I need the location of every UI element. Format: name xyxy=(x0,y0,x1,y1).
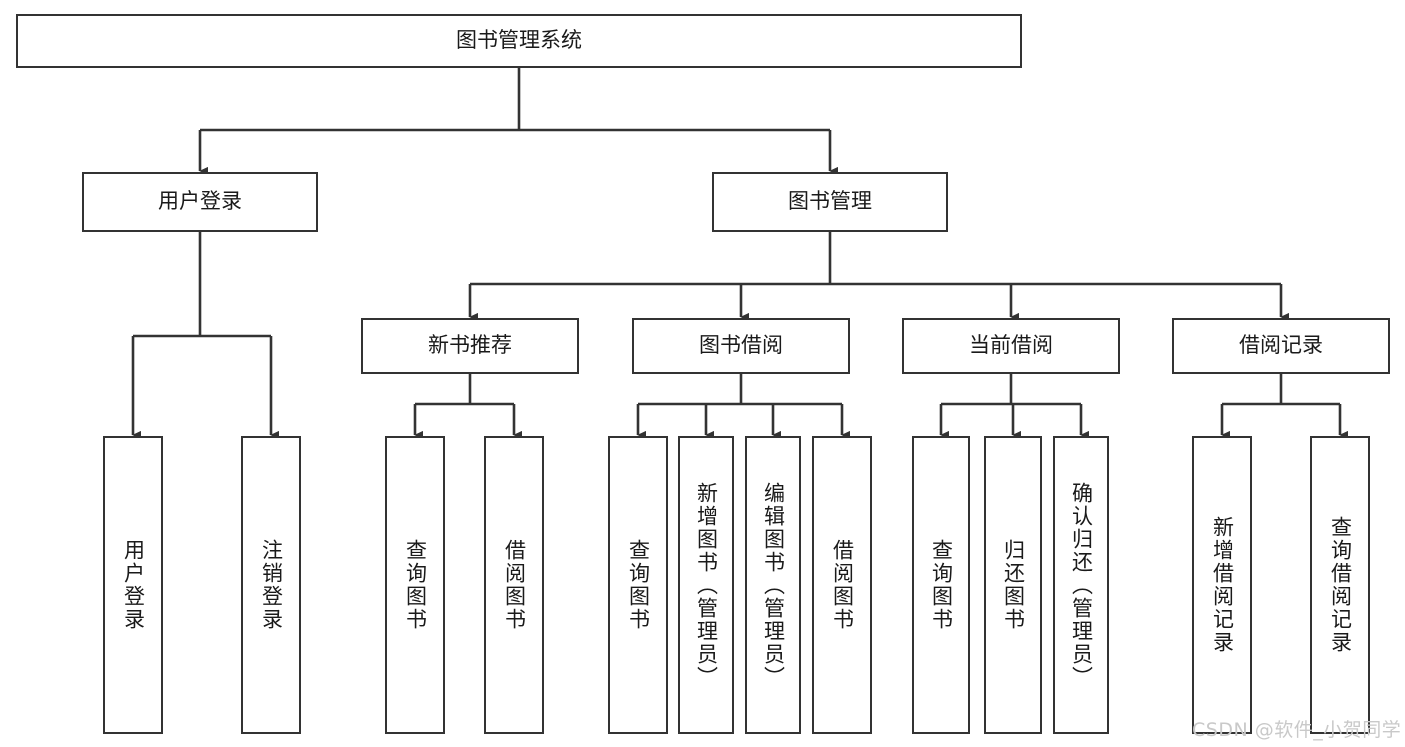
node-root-label: 图书管理系统 xyxy=(456,28,582,53)
node-book-borrow-label: 图书借阅 xyxy=(699,333,783,358)
leaf-query-book-current-label: 查询图书 xyxy=(929,539,954,631)
leaf-add-borrow-record-label: 新增借阅记录 xyxy=(1210,516,1235,654)
leaf-add-book-admin[interactable]: 新增图书（管理员） xyxy=(678,436,734,734)
leaf-query-borrow-record-label: 查询借阅记录 xyxy=(1328,516,1353,654)
leaf-confirm-return-admin[interactable]: 确认归还（管理员） xyxy=(1053,436,1109,734)
leaf-add-book-admin-label: 新增图书（管理员） xyxy=(694,481,719,689)
node-new-book-recommendation-label: 新书推荐 xyxy=(428,333,512,358)
leaf-query-book-recommendation-label: 查询图书 xyxy=(403,539,428,631)
leaf-return-book-label: 归还图书 xyxy=(1001,539,1026,631)
leaf-query-book-current[interactable]: 查询图书 xyxy=(912,436,970,734)
leaf-add-borrow-record[interactable]: 新增借阅记录 xyxy=(1192,436,1252,734)
leaf-borrow-book-recommendation-label: 借阅图书 xyxy=(502,539,527,631)
leaf-user-login[interactable]: 用户登录 xyxy=(103,436,163,734)
node-borrow-record[interactable]: 借阅记录 xyxy=(1172,318,1390,374)
node-book-manage-label: 图书管理 xyxy=(788,189,872,214)
leaf-return-book[interactable]: 归还图书 xyxy=(984,436,1042,734)
csdn-watermark: CSDN @软件_小贺同学 xyxy=(1192,719,1402,741)
leaf-query-book-borrow-label: 查询图书 xyxy=(626,539,651,631)
leaf-borrow-book-borrow[interactable]: 借阅图书 xyxy=(812,436,872,734)
leaf-query-book-borrow[interactable]: 查询图书 xyxy=(608,436,668,734)
leaf-edit-book-admin-label: 编辑图书（管理员） xyxy=(761,481,786,689)
node-borrow-record-label: 借阅记录 xyxy=(1239,333,1323,358)
leaf-user-login-label: 用户登录 xyxy=(121,539,146,631)
node-new-book-recommendation[interactable]: 新书推荐 xyxy=(361,318,579,374)
node-user-login-label: 用户登录 xyxy=(158,189,242,214)
leaf-query-borrow-record[interactable]: 查询借阅记录 xyxy=(1310,436,1370,734)
leaf-borrow-book-borrow-label: 借阅图书 xyxy=(830,539,855,631)
node-book-manage[interactable]: 图书管理 xyxy=(712,172,948,232)
leaf-logout[interactable]: 注销登录 xyxy=(241,436,301,734)
leaf-logout-label: 注销登录 xyxy=(259,539,284,631)
node-user-login[interactable]: 用户登录 xyxy=(82,172,318,232)
node-book-borrow[interactable]: 图书借阅 xyxy=(632,318,850,374)
leaf-edit-book-admin[interactable]: 编辑图书（管理员） xyxy=(745,436,801,734)
node-current-borrow-label: 当前借阅 xyxy=(969,333,1053,358)
leaf-confirm-return-admin-label: 确认归还（管理员） xyxy=(1069,481,1094,689)
node-current-borrow[interactable]: 当前借阅 xyxy=(902,318,1120,374)
leaf-query-book-recommendation[interactable]: 查询图书 xyxy=(385,436,445,734)
node-root[interactable]: 图书管理系统 xyxy=(16,14,1022,68)
leaf-borrow-book-recommendation[interactable]: 借阅图书 xyxy=(484,436,544,734)
